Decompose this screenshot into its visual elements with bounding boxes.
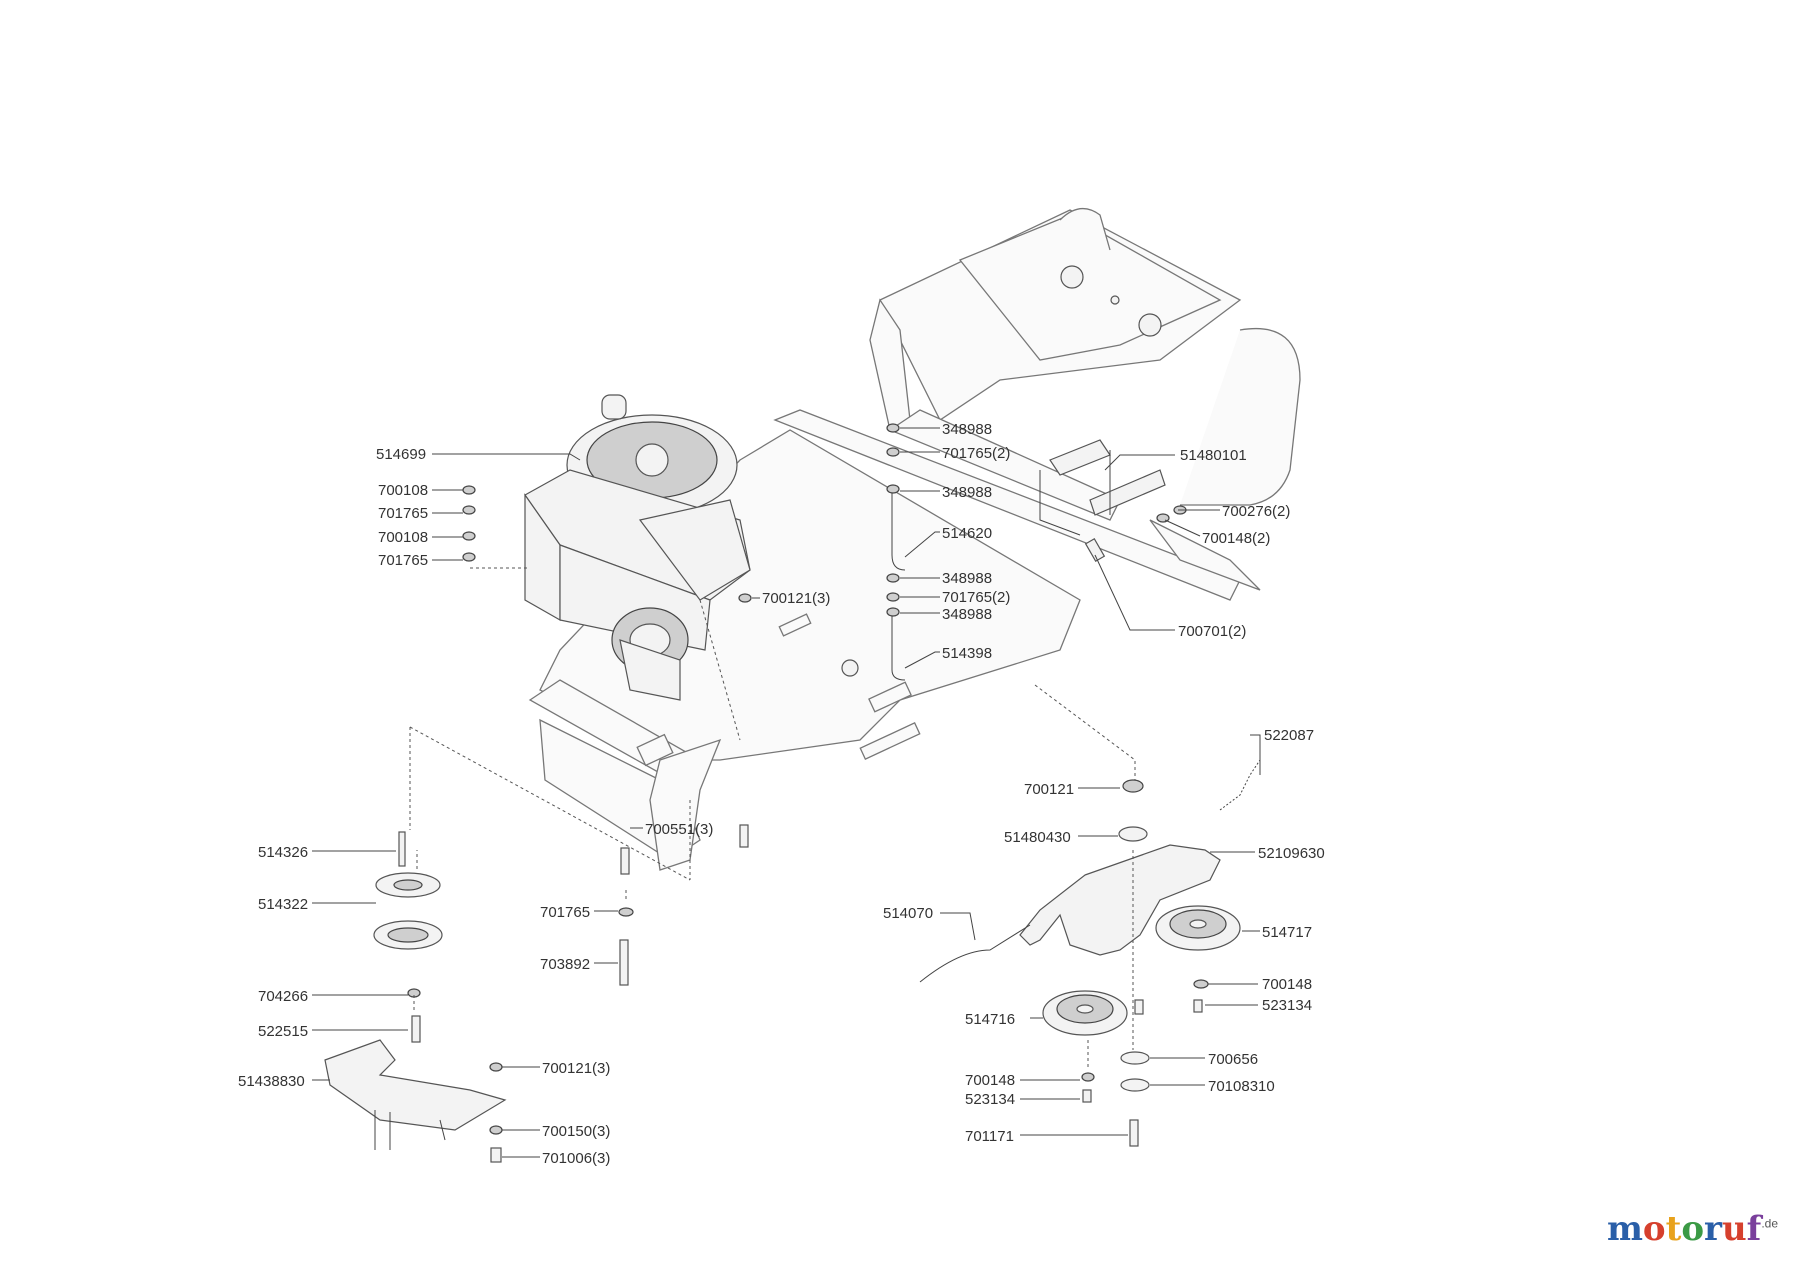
part-label: 700148 [965, 1072, 1015, 1089]
part-label: 51438830 [238, 1073, 305, 1090]
engine [524, 394, 751, 701]
assembly-lines [409, 567, 1136, 1070]
brackets [891, 439, 1166, 681]
leader-lines [312, 427, 1261, 1158]
part-label: 522515 [258, 1023, 308, 1040]
part-label: 52109630 [1258, 845, 1325, 862]
idler-pulley-514716 [1042, 990, 1128, 1036]
part-label: 700551(3) [645, 821, 713, 838]
logo-letter: f [1746, 1209, 1762, 1249]
part-label: 700148(2) [1202, 530, 1270, 547]
idler-pulley-514717 [1155, 905, 1241, 951]
cable [919, 924, 1031, 983]
part-label: 700108 [378, 482, 428, 499]
bolts [411, 538, 1203, 1163]
part-label: 701765(2) [942, 445, 1010, 462]
part-label: 514717 [1262, 924, 1312, 941]
engine-plate [324, 1039, 507, 1131]
part-label: 700701(2) [1178, 623, 1246, 640]
part-label: 700656 [1208, 1051, 1258, 1068]
part-label: 700108 [378, 529, 428, 546]
part-labels: 514699 700108 701765 700108 701765 34898… [238, 421, 1325, 1167]
part-label: 701765(2) [942, 589, 1010, 606]
part-label: 700150(3) [542, 1123, 610, 1140]
part-label: 514070 [883, 905, 933, 922]
part-label: 701765 [540, 904, 590, 921]
part-label: 70108310 [1208, 1078, 1275, 1095]
part-label: 348988 [942, 570, 992, 587]
part-label: 700121(3) [542, 1060, 610, 1077]
part-label: 348988 [942, 606, 992, 623]
part-label: 514398 [942, 645, 992, 662]
logo-letter: o [1681, 1209, 1705, 1249]
part-label: 700276(2) [1222, 503, 1290, 520]
part-label: 701765 [378, 505, 428, 522]
part-label: 523134 [1262, 997, 1312, 1014]
logo-letter: r [1704, 1209, 1722, 1249]
part-label: 703892 [540, 956, 590, 973]
spring [1219, 759, 1261, 811]
part-label: 51480101 [1180, 447, 1247, 464]
logo-letter: o [1642, 1209, 1666, 1249]
part-label: 700148 [1262, 976, 1312, 993]
logo-letter: u [1721, 1209, 1747, 1249]
part-label: 514322 [258, 896, 308, 913]
engine-pulley-514322 [373, 872, 443, 950]
washers-nuts [407, 423, 1209, 1135]
part-label: 701006(3) [542, 1150, 610, 1167]
part-label: 522087 [1264, 727, 1314, 744]
idler-arm [1019, 844, 1221, 956]
part-label: 701171 [965, 1128, 1014, 1145]
part-label: 348988 [942, 421, 992, 438]
part-label: 701765 [378, 552, 428, 569]
part-label: 523134 [965, 1091, 1015, 1108]
logo-letter: m [1606, 1209, 1643, 1249]
part-label: 514716 [965, 1011, 1015, 1028]
part-label: 704266 [258, 988, 308, 1005]
motoruf-logo: motoruf.de [1607, 1209, 1778, 1249]
part-label: 514326 [258, 844, 308, 861]
logo-tld: .de [1761, 1216, 1778, 1231]
part-label: 51480430 [1004, 829, 1071, 846]
logo-brand: motoruf [1607, 1209, 1761, 1249]
pin [398, 831, 406, 867]
logo-letter: t [1665, 1209, 1682, 1249]
part-label: 700121 [1024, 781, 1074, 798]
part-label: 700121(3) [762, 590, 830, 607]
part-label: 514620 [942, 525, 992, 542]
part-label: 514699 [376, 446, 426, 463]
part-label: 348988 [942, 484, 992, 501]
